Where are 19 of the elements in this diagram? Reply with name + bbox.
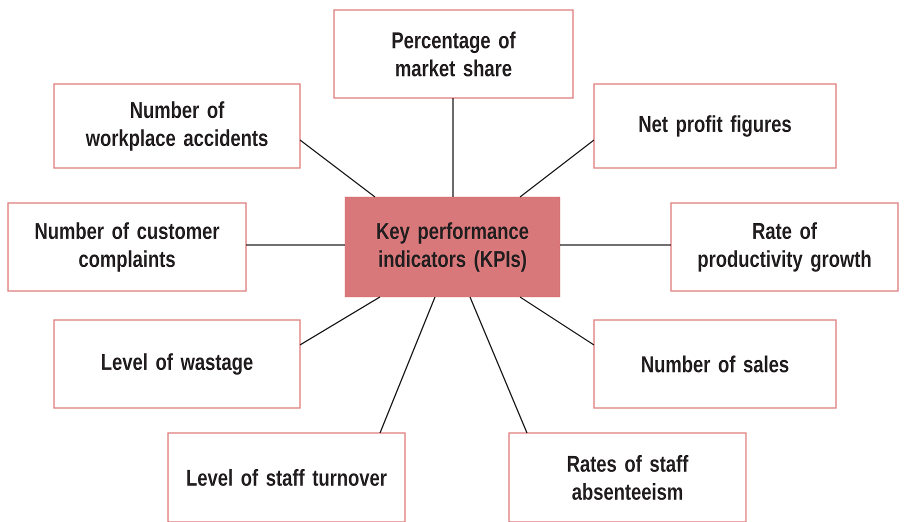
indicator-box: Number of sales xyxy=(593,319,837,409)
indicator-box: Level of staff turnover xyxy=(167,432,406,522)
connector-line xyxy=(300,139,376,198)
indicator-box: Net profit figures xyxy=(593,83,837,169)
connector-line xyxy=(246,244,345,246)
indicator-box: Rate of productivity growth xyxy=(670,202,899,292)
connector-line xyxy=(300,296,380,346)
central-box: Key performance indicators (KPIs) xyxy=(344,196,560,298)
connector-line xyxy=(560,244,671,246)
connector-line xyxy=(520,139,594,198)
connector-line xyxy=(520,296,594,346)
connector-line xyxy=(469,296,528,434)
indicator-box: Rates of staff absenteeism xyxy=(508,432,747,522)
connector-line xyxy=(452,98,454,197)
indicator-box: Number of workplace accidents xyxy=(53,83,301,169)
connector-line xyxy=(379,296,436,434)
indicator-box: Number of customer complaints xyxy=(7,202,247,292)
indicator-box: Percentage of market share xyxy=(333,9,574,99)
indicator-box: Level of wastage xyxy=(53,319,301,409)
